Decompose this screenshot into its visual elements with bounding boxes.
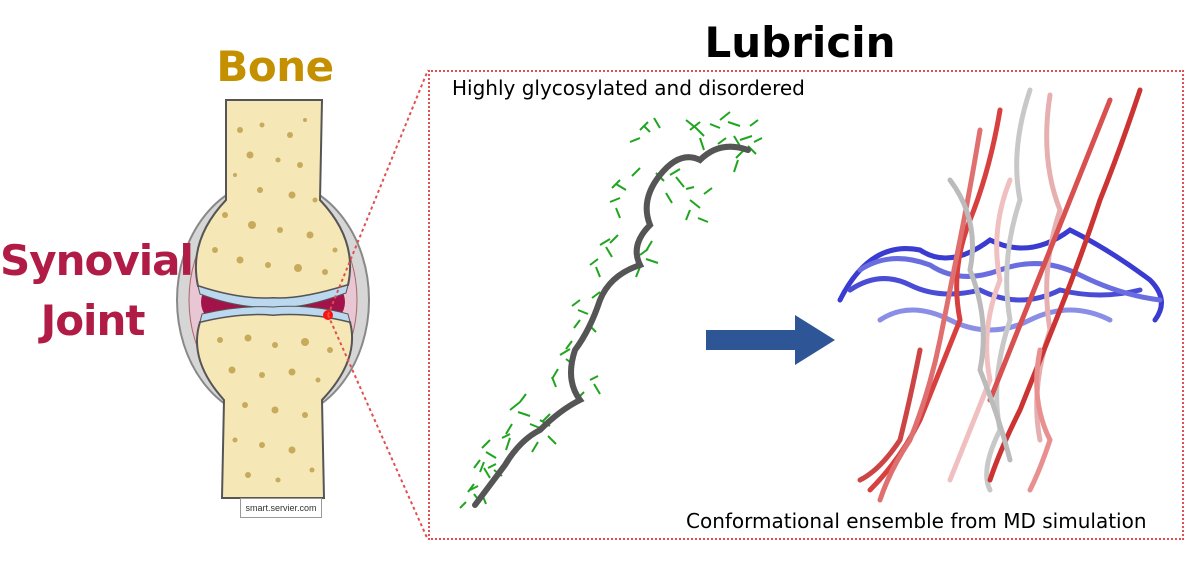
ensemble-strand	[1027, 347, 1053, 493]
ensemble-strand	[857, 347, 923, 483]
caption-top: Highly glycosylated and disordered	[452, 76, 805, 100]
bone-pores	[212, 118, 338, 483]
ensemble-strand	[947, 177, 1013, 483]
right-arrow-icon	[706, 315, 835, 365]
lubricin-title: Lubricin	[704, 18, 896, 67]
zoom-line-bottom	[327, 314, 429, 541]
zoom-panel	[428, 70, 1184, 540]
bone-label: Bone	[216, 42, 334, 91]
lubricin-molecule	[459, 111, 763, 509]
ensemble-strand	[877, 307, 1113, 333]
ensemble-strand	[947, 177, 1013, 463]
synovial-label: Synovial	[0, 236, 194, 285]
ensemble-strand	[984, 87, 1033, 493]
ensemble-strand	[847, 276, 1143, 303]
joint-label: Joint	[40, 296, 146, 345]
protein-backbone	[472, 143, 751, 508]
md-ensemble	[837, 87, 1164, 503]
image-credit: smart.servier.com	[240, 498, 322, 518]
upper-cartilage	[197, 284, 349, 308]
lower-cartilage	[199, 305, 351, 323]
ensemble-strand	[987, 97, 1113, 403]
caption-bottom: Conformational ensemble from MD simulati…	[686, 509, 1147, 533]
joint-illustration	[176, 99, 370, 499]
ensemble-strand	[837, 227, 1164, 323]
glycan-chains	[459, 111, 763, 509]
ensemble-strand	[987, 87, 1143, 483]
upper-bone	[194, 99, 352, 300]
zoom-line-top	[327, 69, 429, 316]
